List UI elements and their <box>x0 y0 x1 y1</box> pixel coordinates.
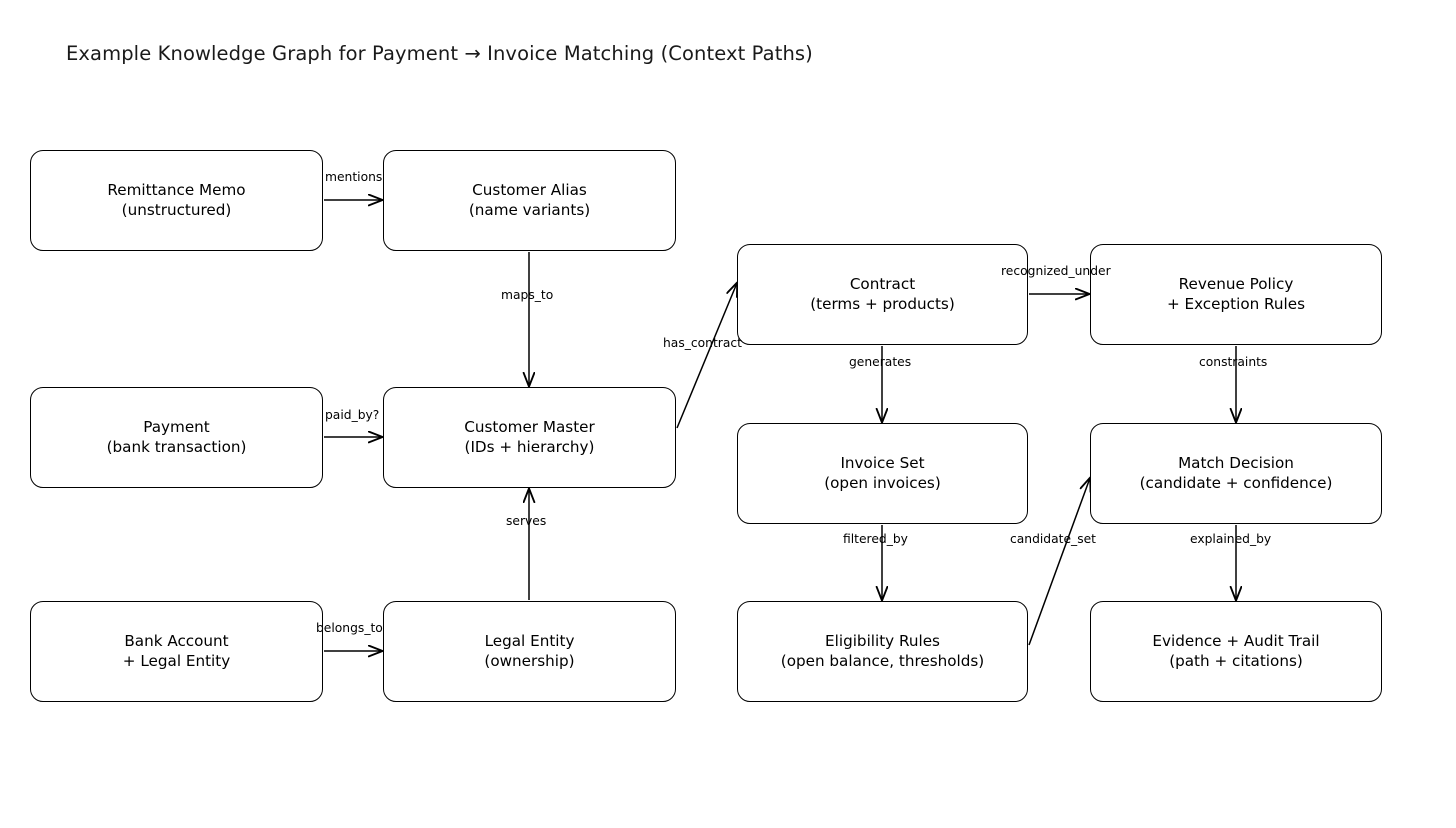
node-bank_account[interactable]: Bank Account + Legal Entity <box>30 601 323 702</box>
edge-label-e-candidate-set: candidate_set <box>1010 532 1096 546</box>
node-label-revenue_policy: Revenue Policy + Exception Rules <box>1166 275 1306 313</box>
edge-label-e-generates: generates <box>849 355 912 369</box>
node-label-contract: Contract (terms + products) <box>810 275 955 313</box>
node-label-evidence_audit: Evidence + Audit Trail (path + citations… <box>1152 632 1320 670</box>
edge-label-e-constraints: constraints <box>1199 355 1268 369</box>
edge-label-e-filtered-by: filtered_by <box>843 532 908 546</box>
node-customer_master[interactable]: Customer Master (IDs + hierarchy) <box>383 387 676 488</box>
node-eligibility_rules[interactable]: Eligibility Rules (open balance, thresho… <box>737 601 1028 702</box>
node-remittance_memo[interactable]: Remittance Memo (unstructured) <box>30 150 323 251</box>
edge-label-e-recognized-under: recognized_under <box>1001 264 1111 278</box>
node-label-remittance_memo: Remittance Memo (unstructured) <box>107 181 246 219</box>
node-label-payment: Payment (bank transaction) <box>106 418 247 456</box>
edge-label-e-has-contract: has_contract <box>663 336 742 350</box>
edge-label-e-belongs-to: belongs_to <box>316 621 383 635</box>
node-label-match_decision: Match Decision (candidate + confidence) <box>1139 454 1333 492</box>
node-label-bank_account: Bank Account + Legal Entity <box>122 632 231 670</box>
node-label-eligibility_rules: Eligibility Rules (open balance, thresho… <box>780 632 985 670</box>
node-label-legal_entity: Legal Entity (ownership) <box>484 632 575 670</box>
node-contract[interactable]: Contract (terms + products) <box>737 244 1028 345</box>
node-evidence_audit[interactable]: Evidence + Audit Trail (path + citations… <box>1090 601 1382 702</box>
node-match_decision[interactable]: Match Decision (candidate + confidence) <box>1090 423 1382 524</box>
node-payment[interactable]: Payment (bank transaction) <box>30 387 323 488</box>
edge-label-e-mentions: mentions <box>325 170 383 184</box>
node-customer_alias[interactable]: Customer Alias (name variants) <box>383 150 676 251</box>
node-label-invoice_set: Invoice Set (open invoices) <box>824 454 941 492</box>
edge-e-candidate-set <box>1028 478 1090 646</box>
edge-e-has-contract <box>676 283 737 429</box>
node-label-customer_master: Customer Master (IDs + hierarchy) <box>464 418 595 456</box>
node-revenue_policy[interactable]: Revenue Policy + Exception Rules <box>1090 244 1382 345</box>
edge-label-e-serves: serves <box>506 514 547 528</box>
edge-label-e-maps-to: maps_to <box>501 288 554 302</box>
node-invoice_set[interactable]: Invoice Set (open invoices) <box>737 423 1028 524</box>
node-label-customer_alias: Customer Alias (name variants) <box>468 181 591 219</box>
node-legal_entity[interactable]: Legal Entity (ownership) <box>383 601 676 702</box>
edge-label-e-paid-by: paid_by? <box>325 408 380 422</box>
page-title: Example Knowledge Graph for Payment → In… <box>66 42 813 65</box>
edge-label-e-explained-by: explained_by <box>1190 532 1272 546</box>
